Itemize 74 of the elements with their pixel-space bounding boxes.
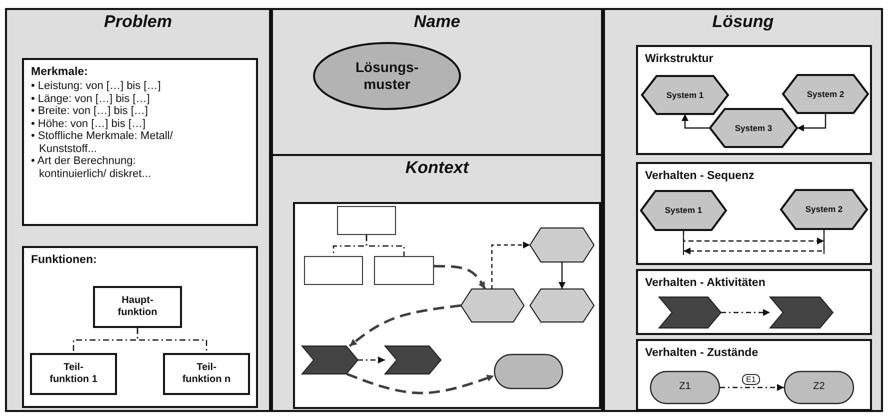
node-label: System 1: [666, 90, 704, 100]
connector-line: [136, 328, 208, 353]
solution-ellipse: [313, 42, 461, 110]
empty-box: [304, 256, 363, 285]
list-item: • Breite: von […] bis […]: [31, 105, 149, 118]
node-label: Teil- funktion n: [181, 362, 232, 386]
system-hexagon: [783, 75, 868, 113]
system-hexagon: [642, 76, 728, 114]
arrow: [358, 356, 385, 364]
node-label: System 1: [664, 205, 702, 216]
empty-box: [374, 256, 434, 285]
hexagon-shape: [530, 289, 594, 322]
arrow: [434, 264, 486, 290]
process-step-shape: [302, 346, 358, 374]
card: [22, 246, 258, 408]
arrow: [797, 113, 826, 132]
card-heading: Verhalten - Zustände: [645, 346, 758, 360]
system-hexagon: [781, 190, 867, 229]
list-item: • Art der Berechnung: kontinuierlich/ diskret...: [31, 155, 152, 180]
process-step-shape: [385, 346, 441, 374]
node-label: Z2: [813, 381, 825, 394]
arrow: [491, 242, 530, 289]
node-label: System 2: [805, 204, 843, 215]
panel: [5, 8, 271, 412]
process-step-shape: [659, 297, 721, 328]
system-hexagon: [641, 191, 726, 230]
state-pill: [650, 371, 720, 404]
arrow: [346, 372, 494, 394]
card: [636, 162, 872, 265]
connector-line: [366, 235, 405, 256]
panel: [603, 8, 883, 412]
arrow: [558, 262, 566, 289]
rounded-shape: [494, 354, 563, 389]
arrow: [682, 230, 824, 244]
node-label: Teil- funktion 1: [48, 362, 98, 386]
hexagon-shape: [530, 228, 594, 262]
card-heading: Wirkstruktur: [645, 52, 714, 66]
list-item: • Stoffliche Merkmale: Metall/ Kunststoff...: [31, 130, 174, 155]
panel: [271, 8, 603, 156]
function-box: [93, 286, 182, 328]
function-box: [30, 353, 117, 395]
panel-title: Kontext: [404, 158, 470, 178]
process-step-shape: [770, 297, 833, 328]
empty-box: [337, 206, 396, 235]
node-label: Z1: [679, 381, 691, 394]
node-label: System 3: [734, 122, 772, 134]
node-label: System 2: [806, 88, 844, 100]
node-label: Lösungs- muster: [354, 58, 420, 94]
diagram-frame: [293, 202, 601, 409]
card: [636, 339, 872, 411]
arrow: [720, 384, 784, 391]
panel-title: Problem: [102, 12, 174, 32]
state-pill: [784, 371, 854, 404]
arrow: [721, 309, 770, 316]
system-hexagon: [710, 109, 797, 147]
card: [22, 58, 258, 226]
arrow: [348, 304, 462, 347]
list-item: • Höhe: von […] bis […]: [31, 118, 147, 130]
list-item: • Länge: von […] bis […]: [31, 92, 151, 105]
card: [636, 45, 872, 155]
list-item: • Leistung: von […] bis […]: [31, 80, 162, 92]
card-heading: Funktionen:: [31, 253, 97, 267]
card: [636, 269, 872, 335]
panel: [271, 154, 603, 412]
panel-title: Name: [412, 12, 462, 32]
function-box: [163, 353, 250, 395]
arrow: [684, 229, 825, 254]
card-heading: Verhalten - Aktivitäten: [645, 276, 766, 290]
card-heading: Verhalten - Sequenz: [645, 169, 754, 183]
panel-title: Lösung: [711, 12, 775, 32]
node-label: Haupt- funktion: [116, 294, 158, 320]
arrow: [682, 114, 710, 129]
card-heading: Merkmale:: [31, 65, 88, 79]
hexagon-shape: [461, 289, 524, 322]
